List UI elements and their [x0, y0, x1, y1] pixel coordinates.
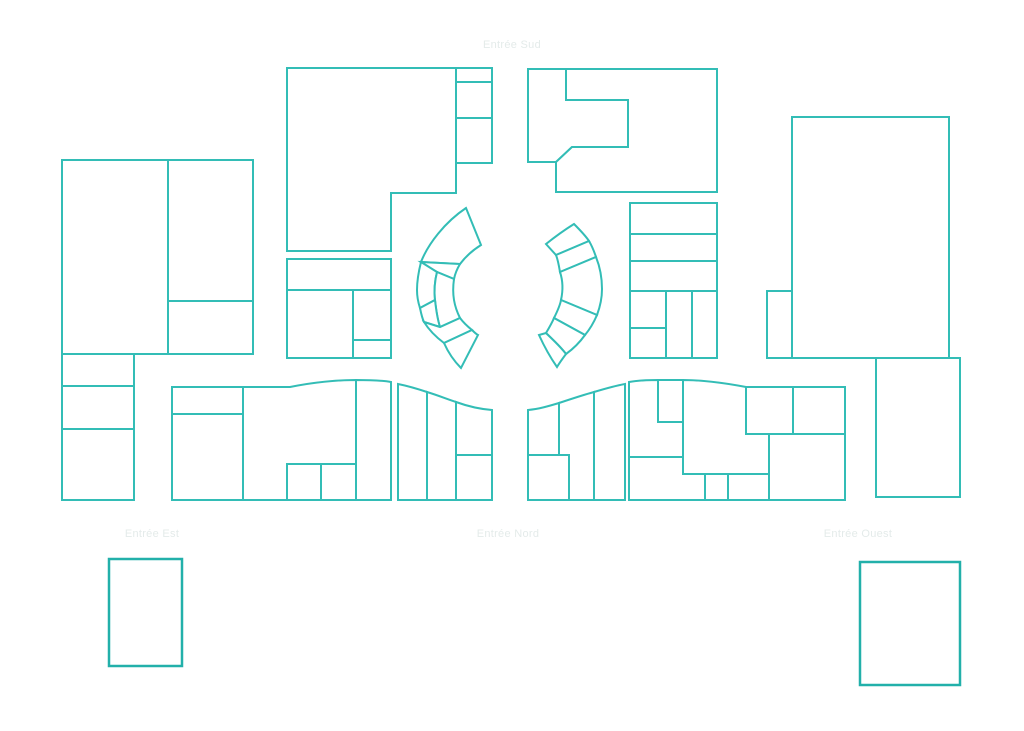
shop-top-left-kiosk-3[interactable]	[455, 117, 493, 164]
entrance-label-east: Entrée Est	[125, 528, 179, 540]
kiosk-arc-right-1[interactable]	[544, 222, 591, 257]
shop-left-small-1[interactable]	[61, 353, 135, 387]
shop-top-right-large[interactable]	[555, 68, 718, 193]
shop-left-large[interactable]	[61, 159, 169, 355]
shop-bottom-center-left-4[interactable]	[455, 454, 493, 501]
shop-top-left-kiosk-1[interactable]	[455, 67, 493, 83]
shop-bottom-center-right-4[interactable]	[593, 382, 626, 501]
shop-bottom-center-right-1[interactable]	[527, 401, 560, 456]
entrance-label-south: Entrée Sud	[483, 39, 541, 51]
shop-bottom-right-top-1[interactable]	[745, 386, 794, 435]
kiosk-arc-left-1[interactable]	[419, 206, 483, 266]
shop-mid-left-small-2[interactable]	[352, 339, 392, 359]
shop-bottom-center-left-1[interactable]	[397, 382, 428, 501]
shop-right-side[interactable]	[766, 290, 793, 359]
shop-mid-right-5[interactable]	[629, 327, 667, 359]
shop-mid-left-large[interactable]	[286, 289, 354, 359]
shop-bottom-right-small-2[interactable]	[727, 473, 770, 501]
shop-bottom-center-left-3[interactable]	[455, 400, 493, 456]
entrance-label-west: Entrée Ouest	[824, 528, 892, 540]
central-kiosks-left	[415, 206, 483, 370]
shop-left-small-3[interactable]	[61, 428, 135, 501]
shop-mid-right-7[interactable]	[691, 290, 718, 359]
shop-left-upper[interactable]	[167, 159, 254, 302]
shop-top-left-large[interactable]	[286, 67, 457, 252]
shop-mid-right-1[interactable]	[629, 202, 718, 235]
shop-bottom-right-kiosk-1[interactable]	[657, 379, 684, 423]
annex-east[interactable]	[107, 557, 184, 668]
shop-bottom-center-right-2[interactable]	[527, 454, 570, 501]
shop-mid-right-6[interactable]	[665, 290, 693, 359]
shop-bottom-left-small-2[interactable]	[320, 463, 357, 501]
shop-left-small-2[interactable]	[61, 385, 135, 430]
shop-mid-right-4[interactable]	[629, 290, 667, 329]
shop-bottom-center-right-3[interactable]	[558, 390, 595, 501]
shop-bottom-right-east[interactable]	[768, 433, 846, 501]
shop-bottom-left-small-1[interactable]	[286, 463, 322, 501]
annex-west[interactable]	[858, 560, 962, 687]
shop-mid-right-3[interactable]	[629, 260, 718, 292]
kiosk-arc-right-3[interactable]	[558, 255, 604, 317]
kiosk-arc-right-6[interactable]	[537, 331, 568, 369]
shop-mid-left-strip[interactable]	[286, 258, 392, 291]
kiosk-arc-left-7[interactable]	[442, 328, 480, 370]
shop-mid-left-small-1[interactable]	[352, 289, 392, 341]
shop-bottom-center-left-2[interactable]	[426, 390, 457, 501]
shop-top-left-kiosk-2[interactable]	[455, 81, 493, 119]
shop-bottom-right-small-1[interactable]	[704, 473, 729, 501]
shop-bottom-right-top-2[interactable]	[792, 386, 846, 435]
shop-mid-right-2[interactable]	[629, 233, 718, 262]
shop-left-lower[interactable]	[167, 300, 254, 355]
shop-bottom-left-west[interactable]	[171, 413, 244, 501]
shop-right-large[interactable]	[791, 116, 950, 359]
shop-bottom-left-header[interactable]	[171, 386, 244, 415]
shop-bottom-left-east[interactable]	[355, 378, 392, 501]
entrance-label-north: Entrée Nord	[477, 528, 540, 540]
shop-right-lower[interactable]	[875, 357, 961, 498]
central-kiosks-right	[537, 222, 604, 369]
